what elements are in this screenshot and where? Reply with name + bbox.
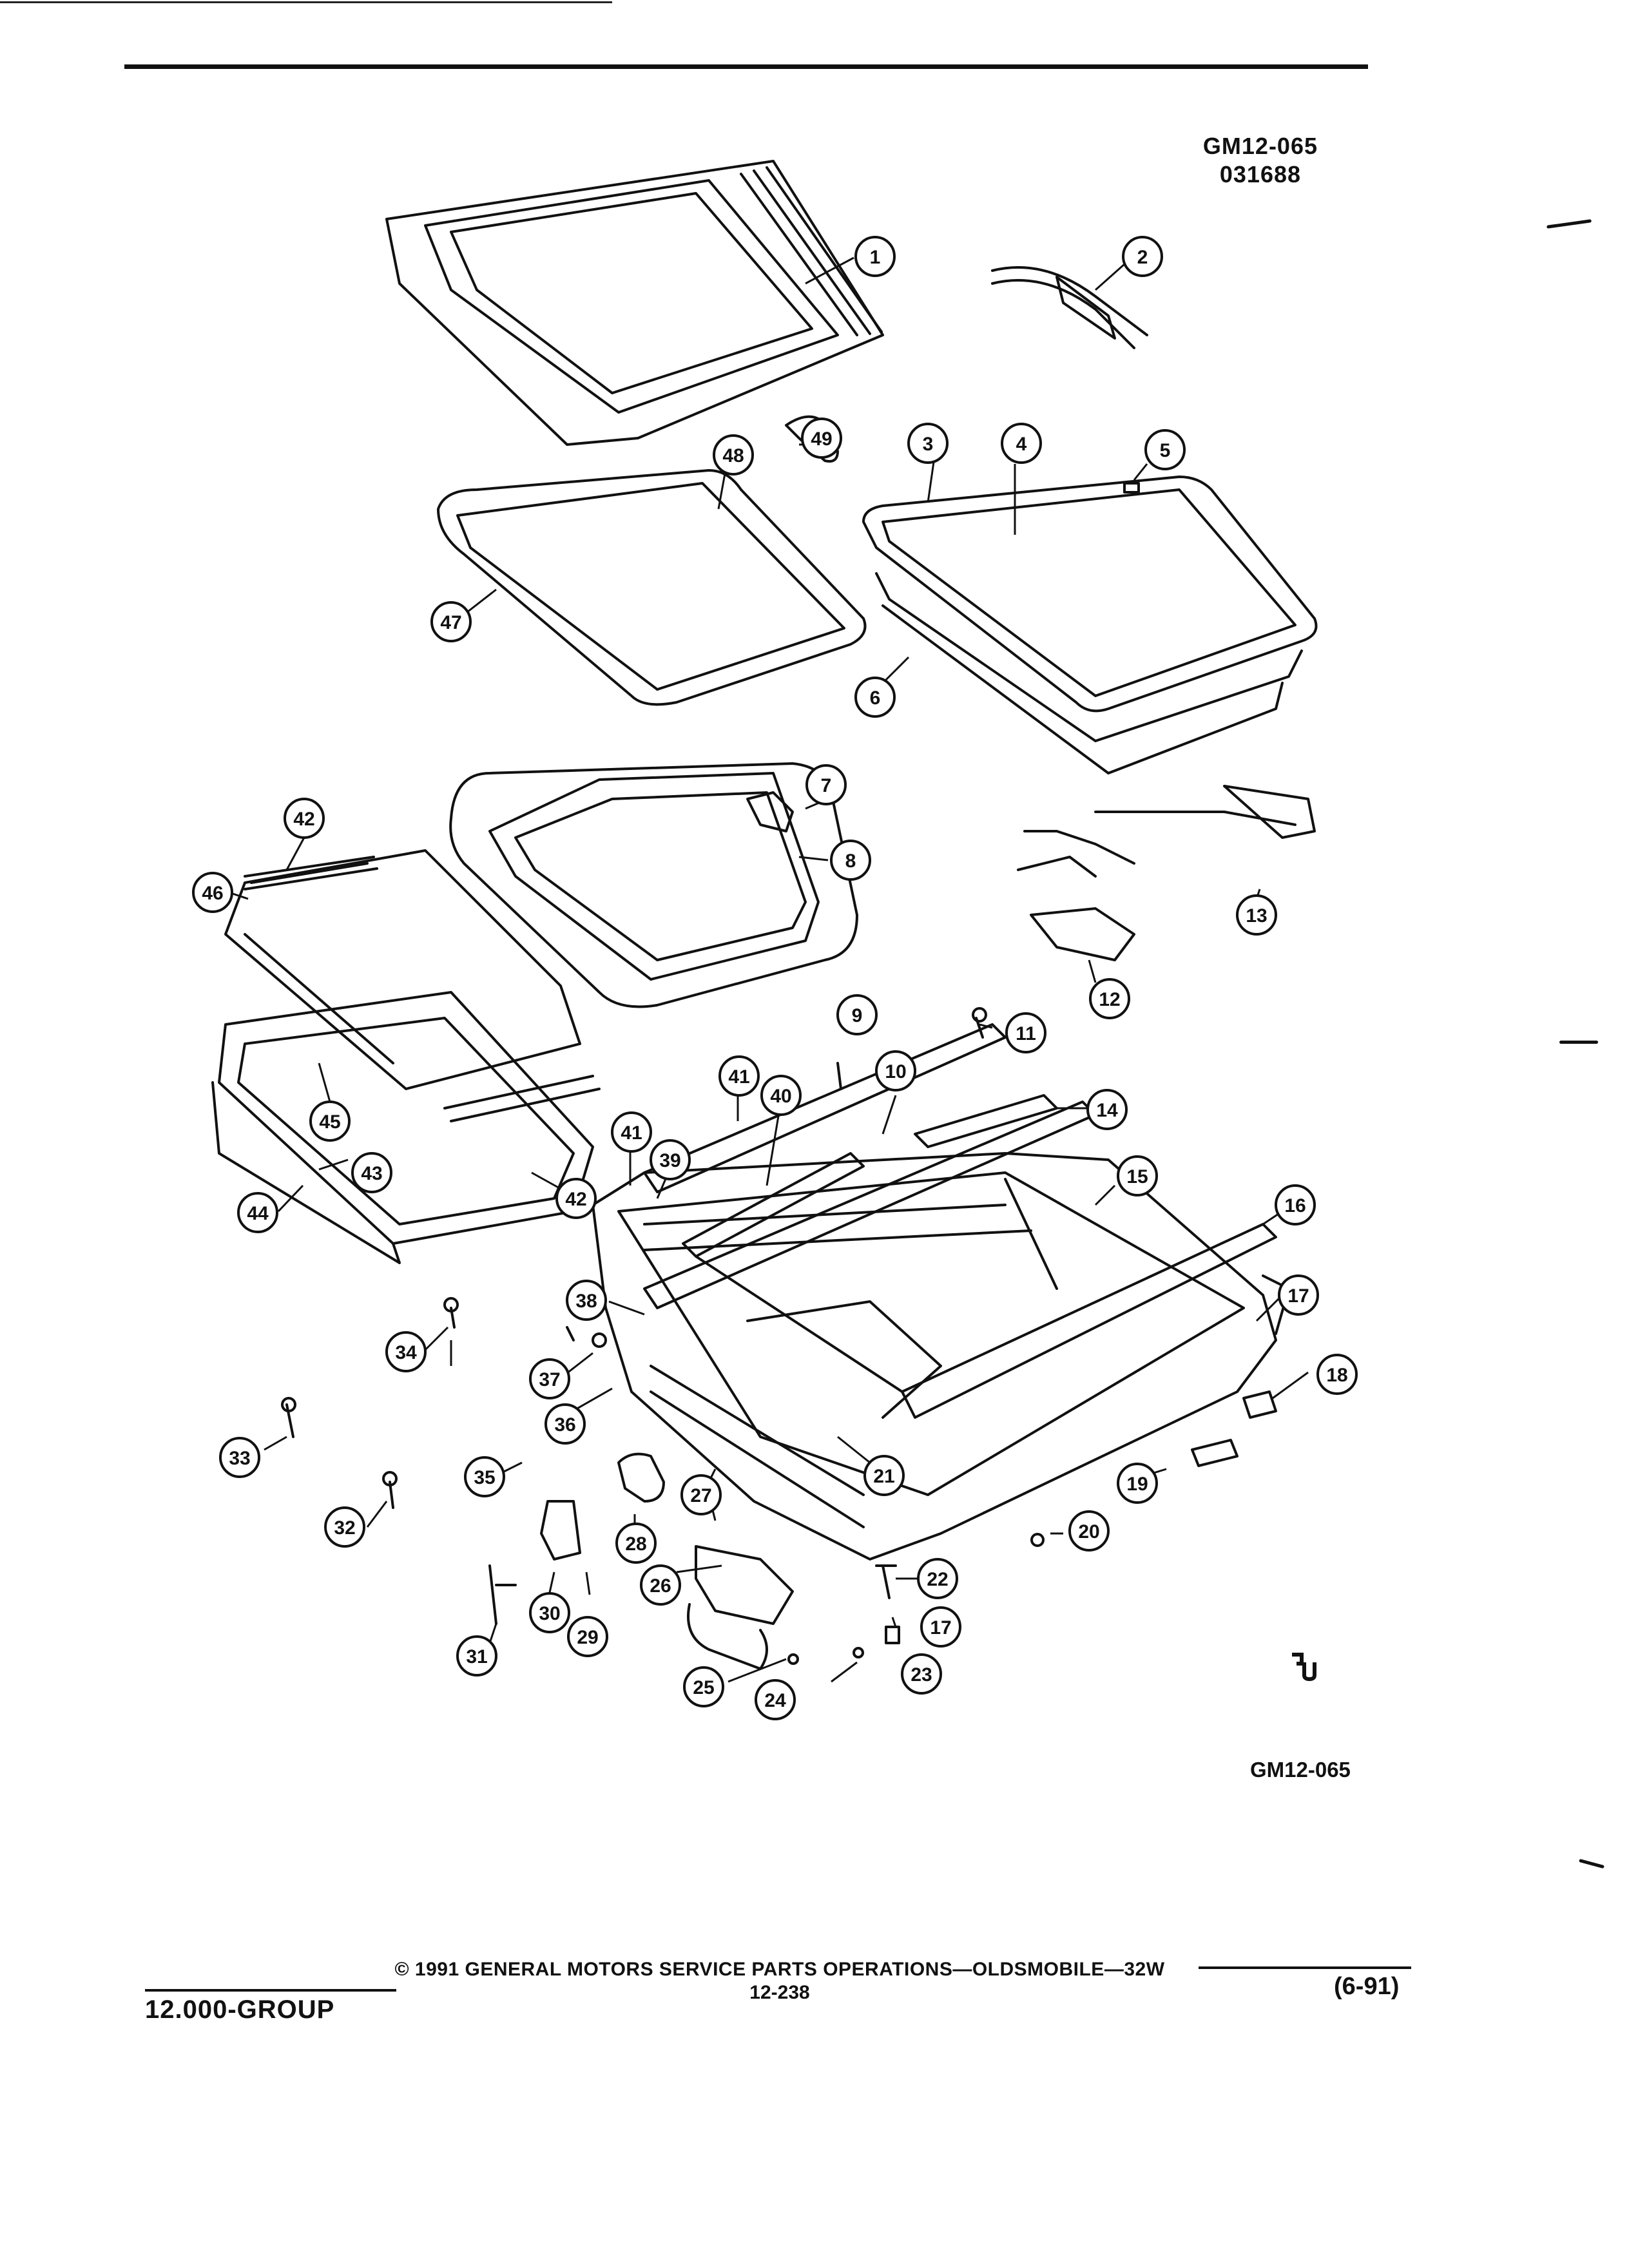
rear-mount-part bbox=[1017, 785, 1316, 961]
footer-group-label: 12.000-GROUP bbox=[145, 1995, 335, 2024]
sunshade-part bbox=[211, 849, 601, 1264]
callout-number: 26 bbox=[650, 1575, 671, 1597]
callout-number: 34 bbox=[395, 1342, 417, 1363]
callout-number: 42 bbox=[293, 809, 314, 830]
footer-date-block: (6-91) bbox=[1334, 1973, 1424, 2001]
scan-margin-mark bbox=[1559, 1041, 1598, 1044]
callout-number: 25 bbox=[693, 1677, 714, 1698]
callout-number: 23 bbox=[911, 1664, 932, 1686]
callout-number: 9 bbox=[852, 1005, 863, 1026]
rod-part bbox=[488, 1564, 517, 1625]
seal-block-part bbox=[885, 1626, 900, 1644]
callout-number: 41 bbox=[728, 1066, 749, 1088]
callout-number: 11 bbox=[1016, 1023, 1036, 1044]
callout-number: 39 bbox=[659, 1150, 680, 1171]
headliner-frame-part bbox=[449, 762, 858, 1008]
callout-number: 15 bbox=[1126, 1166, 1148, 1187]
callout-number: 4 bbox=[1016, 434, 1027, 455]
callout-number: 2 bbox=[1137, 247, 1148, 268]
callout-number: 19 bbox=[1126, 1474, 1148, 1495]
gm-logo bbox=[1289, 1649, 1321, 1690]
callout-number: 6 bbox=[870, 687, 881, 709]
end-cap-part bbox=[1242, 1390, 1277, 1419]
sunshade-frame-part bbox=[862, 476, 1318, 774]
main-frame-part bbox=[592, 1100, 1290, 1561]
glass-panel-part bbox=[437, 469, 867, 706]
callout-number: 37 bbox=[539, 1369, 560, 1390]
callout-number: 13 bbox=[1246, 905, 1267, 927]
motor-part bbox=[687, 1545, 794, 1670]
roof-panel-part bbox=[385, 160, 884, 446]
callout-number: 36 bbox=[554, 1414, 575, 1436]
cover-part bbox=[617, 1452, 665, 1503]
callout-number: 41 bbox=[621, 1122, 642, 1144]
callout-number: 44 bbox=[247, 1203, 269, 1224]
latch-bracket-part bbox=[746, 791, 794, 832]
callout-number: 30 bbox=[539, 1603, 560, 1624]
callout-number: 33 bbox=[229, 1448, 250, 1469]
callout-number: 46 bbox=[202, 883, 223, 904]
callout-number: 31 bbox=[466, 1646, 487, 1667]
callout-number: 18 bbox=[1326, 1365, 1347, 1386]
callout-number: 7 bbox=[821, 775, 832, 796]
callout-number: 16 bbox=[1284, 1195, 1306, 1216]
callout-number: 12 bbox=[1099, 989, 1120, 1010]
switch-part bbox=[540, 1500, 581, 1561]
fastener-parts bbox=[281, 896, 1266, 1665]
callout-number: 38 bbox=[575, 1291, 597, 1312]
footer-copyright: © 1991 GENERAL MOTORS SERVICE PARTS OPER… bbox=[394, 1959, 1165, 1980]
callout-number: 14 bbox=[1096, 1100, 1118, 1121]
callout-circles bbox=[192, 236, 1358, 1720]
callout-number: 17 bbox=[1287, 1285, 1309, 1307]
callout-number: 20 bbox=[1078, 1521, 1099, 1542]
callout-number: 43 bbox=[361, 1163, 382, 1184]
drain-part bbox=[875, 1564, 897, 1599]
callout-number: 48 bbox=[722, 445, 744, 466]
figure-code-bottom: GM12-065 bbox=[1250, 1758, 1351, 1782]
footer-group: 12.000-GROUP bbox=[145, 1989, 396, 2024]
callout-number: 32 bbox=[334, 1517, 355, 1539]
callout-number: 29 bbox=[577, 1627, 598, 1648]
scan-edge-line bbox=[0, 1, 612, 3]
callout-number: 24 bbox=[764, 1690, 786, 1711]
callout-number: 5 bbox=[1160, 440, 1171, 461]
figure-code: GM12-065 bbox=[1202, 133, 1318, 159]
callout-number: 47 bbox=[440, 612, 461, 633]
logo-mark-icon bbox=[1292, 1653, 1316, 1682]
callout-number: 3 bbox=[923, 434, 934, 455]
footer-center: © 1991 GENERAL MOTORS SERVICE PARTS OPER… bbox=[393, 1959, 1166, 2004]
callout-number: 10 bbox=[885, 1061, 906, 1082]
callout-number: 27 bbox=[690, 1485, 711, 1506]
clip-part bbox=[785, 415, 839, 463]
callout-number: 17 bbox=[930, 1617, 951, 1639]
seal-strip-part bbox=[991, 266, 1148, 349]
cable-clip-part bbox=[1191, 1439, 1239, 1467]
callout-number: 21 bbox=[873, 1466, 894, 1487]
footer-date: (6-91) bbox=[1334, 1973, 1400, 2000]
figure-code-sub: 031688 bbox=[1219, 161, 1302, 187]
callout-number: 40 bbox=[770, 1086, 791, 1107]
footer-rule-left bbox=[145, 1989, 396, 1992]
header-rule bbox=[124, 64, 1368, 69]
callout-number: 49 bbox=[811, 428, 832, 450]
footer-rule-right bbox=[1199, 1966, 1411, 1969]
callout-number: 22 bbox=[927, 1569, 948, 1590]
callout-number: 42 bbox=[565, 1189, 586, 1210]
callout-number: 35 bbox=[474, 1467, 495, 1488]
callout-number: 1 bbox=[870, 247, 881, 268]
callout-number: 45 bbox=[319, 1111, 340, 1133]
callout-number: 28 bbox=[625, 1533, 646, 1555]
figure-code-block: GM12-065 031688 bbox=[1203, 132, 1318, 189]
footer-page-number: 12-238 bbox=[749, 1982, 810, 2003]
bracket-part bbox=[1123, 482, 1140, 494]
callout-number: 8 bbox=[845, 850, 856, 872]
